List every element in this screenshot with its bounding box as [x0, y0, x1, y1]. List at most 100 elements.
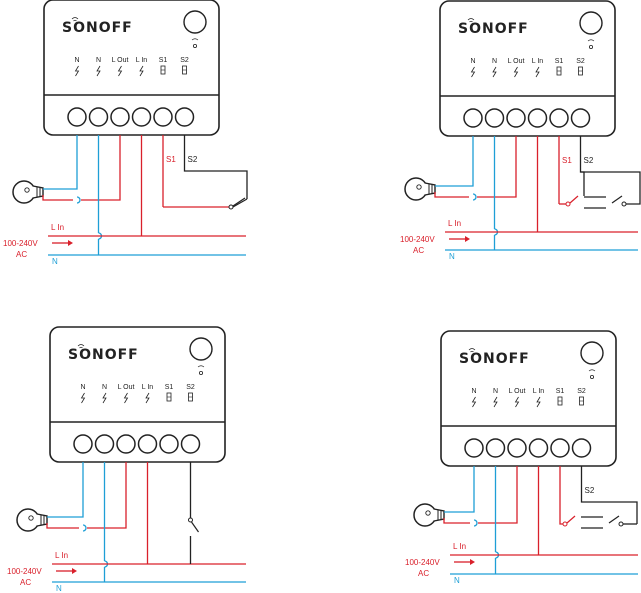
status-led: [198, 370, 203, 375]
terminal-screw: [110, 107, 130, 127]
switch-contact: [565, 201, 571, 207]
live-wire-load: [81, 135, 121, 201]
switch-lever: [611, 195, 623, 204]
wire-crossover: [76, 196, 81, 204]
power-symbol-icon: [470, 66, 476, 78]
terminal-label: S1: [556, 388, 565, 395]
power-symbol-icon: [471, 396, 477, 408]
s2-wire: [579, 136, 585, 196]
switch-contact: [562, 521, 568, 527]
neutral-label: N: [56, 584, 62, 593]
supply-arrow-head: [72, 568, 77, 574]
voltage-label: 100-240V: [405, 558, 440, 567]
terminal-screw: [550, 438, 570, 458]
bulb-neck: [32, 185, 44, 199]
terminal-label: L In: [533, 388, 545, 395]
bulb-glass: [12, 180, 36, 204]
device-body: [43, 0, 220, 136]
power-symbol-icon: [74, 65, 80, 77]
terminal-label: S1: [165, 384, 174, 391]
device-body: [49, 326, 226, 463]
pair-button: [183, 10, 207, 34]
terminal-label: L In: [532, 58, 544, 65]
bulb-glass: [16, 508, 40, 532]
power-symbol-icon: [514, 396, 520, 408]
neutral-label: N: [449, 252, 455, 261]
pair-button: [189, 337, 213, 361]
terminal-label: L In: [136, 57, 148, 64]
bulb-glass: [413, 503, 437, 527]
pair-button: [579, 11, 603, 35]
switch-contact: [621, 201, 627, 207]
terminal-label: S2: [576, 58, 585, 65]
switch-lever: [608, 515, 620, 524]
terminal-screw: [94, 434, 115, 454]
terminal-screw: [528, 438, 549, 458]
voltage-label: 100-240V: [7, 567, 42, 576]
brand-logo: SONOFF: [68, 347, 139, 363]
status-led: [590, 374, 595, 379]
terminal-screw: [463, 108, 483, 128]
terminal-screw: [67, 107, 87, 127]
terminal-screw: [549, 108, 569, 128]
terminal-label: N: [74, 57, 79, 64]
live-wire-load-bulb: [434, 192, 469, 198]
terminal-label: N: [493, 388, 498, 395]
switch-lever: [232, 197, 246, 207]
terminal-label: L Out: [509, 388, 526, 395]
s2-wire-label: S2: [584, 156, 594, 165]
wifi-icon: [77, 344, 85, 349]
live-in-label: L In: [55, 551, 68, 560]
terminal-screw: [137, 434, 158, 454]
supply-arrow-head: [470, 559, 475, 565]
neutral-wire-load: [47, 462, 84, 518]
brand-logo: SONOFF: [459, 351, 530, 367]
wifi-led-icon: [588, 369, 596, 372]
wire-crossover: [82, 524, 87, 532]
ac-label: AC: [413, 246, 424, 255]
neutral-label: N: [454, 576, 460, 585]
power-symbol-icon: [536, 396, 541, 408]
wifi-led-icon: [191, 38, 199, 41]
power-symbol-icon: [102, 392, 107, 404]
switch-lever: [191, 521, 199, 533]
power-symbol-icon: [493, 396, 498, 408]
voltage-label: 100-240V: [400, 235, 435, 244]
wire-crossover: [472, 193, 477, 201]
terminal-screw: [174, 107, 195, 127]
terminal-screw: [159, 434, 179, 454]
switch-lever: [566, 515, 576, 524]
live-wire-load: [477, 136, 517, 198]
s1-wire: [559, 466, 563, 525]
terminal-label: S1: [159, 57, 168, 64]
neutral-label: N: [52, 257, 58, 266]
light-bulb-icon: [16, 508, 48, 532]
terminal-label: N: [470, 58, 475, 65]
live-wire-load-bulb: [443, 518, 470, 524]
switch-lever: [569, 195, 579, 204]
bulb-filament: [28, 515, 34, 521]
terminal-screw: [485, 438, 506, 458]
power-symbol-icon: [80, 392, 86, 404]
neutral-wire-load: [435, 136, 474, 187]
terminal-label: N: [80, 384, 85, 391]
device-body: [439, 0, 616, 137]
bulb-glass: [404, 177, 428, 201]
live-wire-load: [87, 462, 127, 529]
power-symbol-icon: [96, 65, 101, 77]
neutral-wire-load: [444, 466, 475, 513]
s2-return-wire: [580, 171, 641, 205]
terminal-screw: [153, 107, 173, 127]
terminal-screw: [506, 108, 526, 128]
wifi-led-icon: [197, 365, 205, 368]
terminal-label: L Out: [118, 384, 135, 391]
bulb-neck: [424, 182, 436, 196]
terminal-label: L Out: [508, 58, 525, 65]
terminal-screw: [507, 438, 527, 458]
